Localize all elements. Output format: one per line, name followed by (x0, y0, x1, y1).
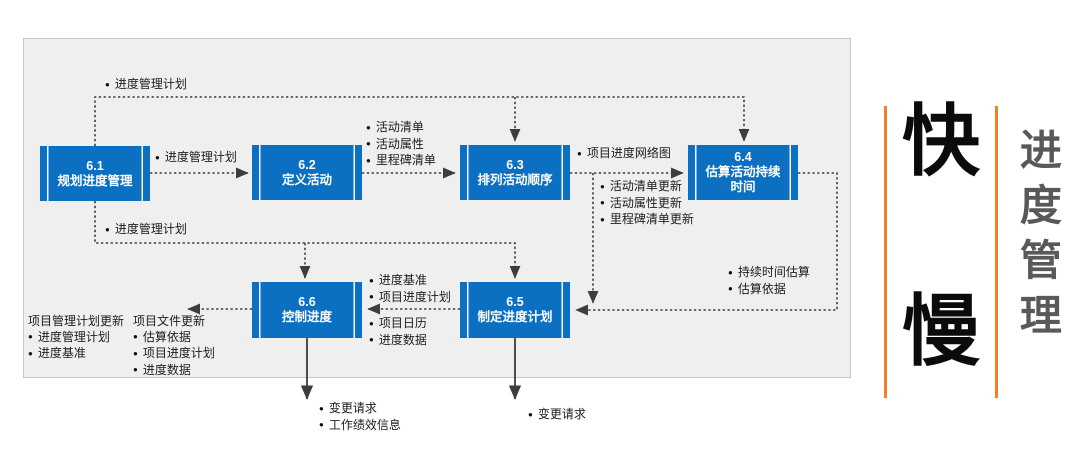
process-name: 规划进度管理 (57, 173, 133, 188)
process-box-6-1: 6.1 规划进度管理 (40, 146, 150, 201)
label-control-outputs: 变更请求 工作绩效信息 (319, 401, 401, 434)
slow-character: 慢 (901, 287, 980, 375)
accent-line-right (995, 106, 998, 398)
process-box-6-4: 6.4 估算活动持续时间 (688, 145, 798, 200)
label-control-updates-plan: 项目管理计划更新 进度管理计划 进度基准 (28, 314, 124, 363)
side-vertical-title: 进度管理 (1014, 128, 1062, 348)
label-develop-outputs: 变更请求 (528, 407, 586, 424)
process-number: 6.1 (86, 158, 104, 173)
fast-character: 快 (901, 97, 980, 185)
label-develop-to-control-bottom: 项目日历 进度数据 (369, 316, 427, 349)
process-number: 6.4 (734, 150, 752, 164)
label-control-updates-docs: 项目文件更新 估算依据 项目进度计划 进度数据 (133, 314, 215, 379)
label-estimate-outputs: 持续时间估算 估算依据 (728, 265, 810, 298)
label-plan-to-define: 进度管理计划 (155, 150, 237, 167)
label-sequence-updates: 活动清单更新 活动属性更新 里程碑清单更新 (600, 179, 694, 229)
process-name: 估算活动持续时间 (705, 165, 781, 194)
process-number: 6.5 (506, 295, 524, 309)
accent-line-left (884, 106, 887, 398)
process-name: 定义活动 (281, 172, 332, 187)
label-bottom-plan: 进度管理计划 (105, 222, 187, 239)
process-name: 排列活动顺序 (477, 172, 553, 187)
label-develop-to-control-top: 进度基准 项目进度计划 (369, 273, 451, 306)
process-box-6-3: 6.3 排列活动顺序 (460, 145, 570, 200)
label-define-outputs: 活动清单 活动属性 里程碑清单 (366, 120, 436, 170)
process-name: 控制进度 (281, 310, 332, 324)
process-number: 6.2 (298, 157, 316, 172)
label-top-plan: 进度管理计划 (105, 77, 187, 94)
label-sequence-output: 项目进度网络图 (577, 146, 671, 163)
process-name: 制定进度计划 (477, 310, 553, 324)
process-box-6-5: 6.5 制定进度计划 (460, 282, 570, 338)
process-number: 6.3 (506, 157, 524, 172)
process-box-6-6: 6.6 控制进度 (252, 282, 362, 338)
process-number: 6.6 (298, 295, 316, 309)
process-box-6-2: 6.2 定义活动 (252, 145, 362, 200)
